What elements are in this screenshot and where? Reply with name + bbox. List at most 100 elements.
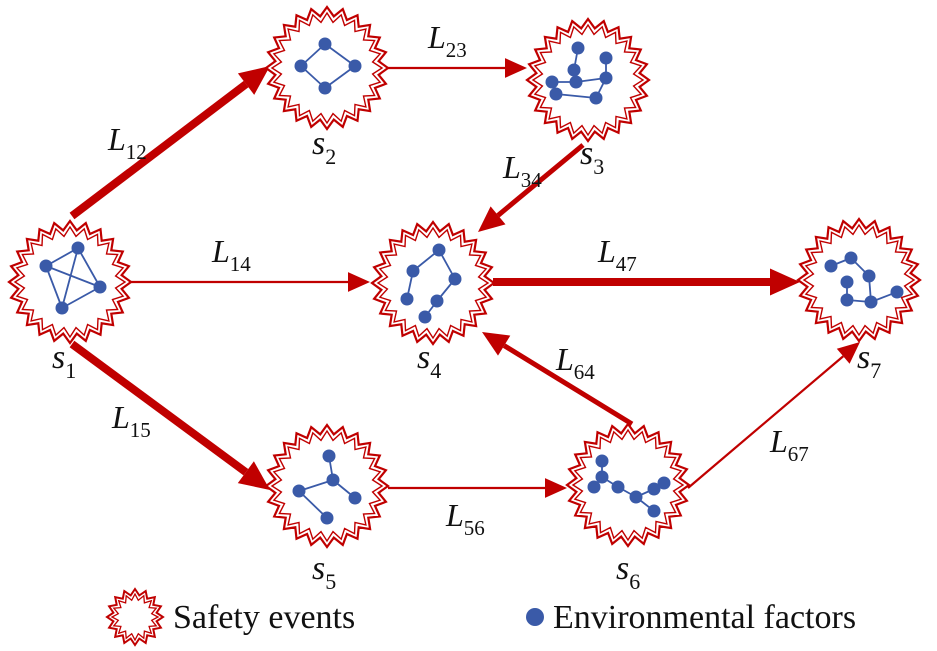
safety-event-s1 — [7, 219, 133, 345]
event-burst-outer-s7 — [796, 217, 922, 343]
safety-event-s5 — [264, 423, 390, 549]
environmental-factor-s6-7 — [647, 504, 661, 518]
environmental-factor-s1-0 — [39, 259, 53, 273]
edge-label-s4-s7: L47 — [597, 233, 637, 276]
environmental-factor-s5-1 — [292, 484, 306, 498]
edge-label-s1-s4: L14 — [211, 233, 251, 276]
environmental-factor-legend-icon — [526, 608, 544, 626]
edge-label-s6-s7: L67 — [769, 423, 809, 466]
environmental-factor-s2-1 — [294, 59, 308, 73]
edge-s6-s7 — [687, 355, 844, 489]
edge-label-s5-s6: L56 — [445, 497, 485, 540]
arrowhead-s1-s5 — [237, 461, 270, 490]
environmental-factor-s5-3 — [348, 491, 362, 505]
environmental-factor-s7-0 — [824, 259, 838, 273]
legend-factors-label: Environmental factors — [553, 599, 856, 636]
environmental-factor-s3-2 — [567, 63, 581, 77]
environmental-factor-s2-0 — [318, 37, 332, 51]
edges-layer — [69, 58, 860, 498]
factor-link-s1-2 — [61, 286, 101, 309]
environmental-factor-s7-1 — [844, 251, 858, 265]
arrowhead-s3-s4 — [478, 206, 506, 232]
event-burst-inner-s5 — [270, 429, 384, 543]
environmental-factor-s7-6 — [890, 285, 904, 299]
event-burst-inner-s2 — [270, 11, 384, 125]
factor-link-s1-5 — [61, 247, 79, 309]
event-burst-outer-s2 — [264, 5, 390, 131]
safety-event-s7 — [796, 217, 922, 343]
environmental-factor-s4-1 — [406, 264, 420, 278]
arrowhead-s1-s2 — [237, 66, 270, 95]
environmental-factor-s4-4 — [400, 292, 414, 306]
environmental-factor-s5-2 — [326, 473, 340, 487]
environmental-factor-s6-1 — [595, 470, 609, 484]
environmental-factor-s3-7 — [589, 91, 603, 105]
legend-burst-inner — [110, 592, 160, 642]
environmental-factor-s1-1 — [71, 241, 85, 255]
node-label-s5: s5 — [312, 550, 336, 594]
environmental-factor-s6-5 — [657, 476, 671, 490]
environmental-factor-s7-2 — [862, 269, 876, 283]
environmental-factor-s2-2 — [348, 59, 362, 73]
node-label-s6: s6 — [616, 550, 640, 594]
event-burst-inner-s6 — [571, 428, 685, 542]
legend-events-label: Safety events — [173, 599, 355, 636]
environmental-factor-s5-0 — [322, 449, 336, 463]
environmental-factor-s1-3 — [55, 301, 69, 315]
environmental-factor-s7-4 — [840, 293, 854, 307]
event-burst-inner-s3 — [531, 23, 645, 137]
environmental-factor-s6-6 — [587, 480, 601, 494]
event-burst-outer-s6 — [565, 422, 691, 548]
legend: Safety events Environmental factors — [105, 587, 856, 647]
event-burst-inner-s1 — [13, 225, 127, 339]
safety-event-s2 — [264, 5, 390, 131]
event-burst-outer-s1 — [7, 219, 133, 345]
arrowhead-s6-s7 — [836, 342, 860, 364]
safety-event-legend-icon — [105, 587, 165, 647]
environmental-factor-s3-1 — [599, 51, 613, 65]
edge-s3-s4 — [496, 143, 585, 218]
environmental-factor-s3-5 — [599, 71, 613, 85]
arrowhead-s4-s7 — [770, 268, 800, 296]
factor-link-s1-3 — [45, 265, 63, 309]
edge-label-s1-s5: L15 — [111, 399, 151, 442]
arrowhead-s2-s3 — [505, 58, 527, 78]
edge-label-s3-s4: L34 — [502, 149, 542, 192]
environmental-factor-s4-5 — [418, 310, 432, 324]
environmental-factor-s1-2 — [93, 280, 107, 294]
edge-s1-s5 — [69, 340, 249, 476]
event-burst-outer-s4 — [370, 220, 496, 346]
arrowhead-s6-s4 — [482, 332, 511, 356]
node-label-s4: s4 — [417, 339, 441, 383]
factor-link-s3-6 — [555, 93, 597, 99]
environmental-factor-s6-0 — [595, 454, 609, 468]
environmental-factor-s3-4 — [569, 75, 583, 89]
event-burst-outer-s5 — [264, 423, 390, 549]
node-label-s1: s1 — [52, 339, 76, 383]
environmental-factor-s2-3 — [318, 81, 332, 95]
node-label-s3: s3 — [580, 135, 604, 179]
safety-event-s6 — [565, 422, 691, 548]
nodes-layer — [7, 5, 922, 549]
edge-label-s1-s2: L12 — [107, 121, 147, 164]
environmental-factor-s3-6 — [549, 87, 563, 101]
event-burst-inner-s7 — [802, 223, 916, 337]
environmental-factor-s4-2 — [448, 272, 462, 286]
environmental-factor-s3-3 — [545, 75, 559, 89]
edge-s1-s2 — [69, 80, 249, 220]
environmental-factor-s4-3 — [430, 294, 444, 308]
environmental-factor-s7-3 — [840, 275, 854, 289]
environmental-factor-s3-0 — [571, 41, 585, 55]
environmental-factor-s6-3 — [629, 490, 643, 504]
node-label-s2: s2 — [312, 125, 336, 169]
environmental-factor-s4-0 — [432, 243, 446, 257]
environmental-factor-s5-4 — [320, 511, 334, 525]
edge-label-s2-s3: L23 — [427, 19, 467, 62]
factor-link-s1-1 — [77, 247, 101, 288]
edge-s6-s4 — [502, 343, 634, 427]
environmental-factor-s7-5 — [864, 295, 878, 309]
safety-event-s3 — [525, 17, 651, 143]
environmental-factor-s6-4 — [647, 482, 661, 496]
